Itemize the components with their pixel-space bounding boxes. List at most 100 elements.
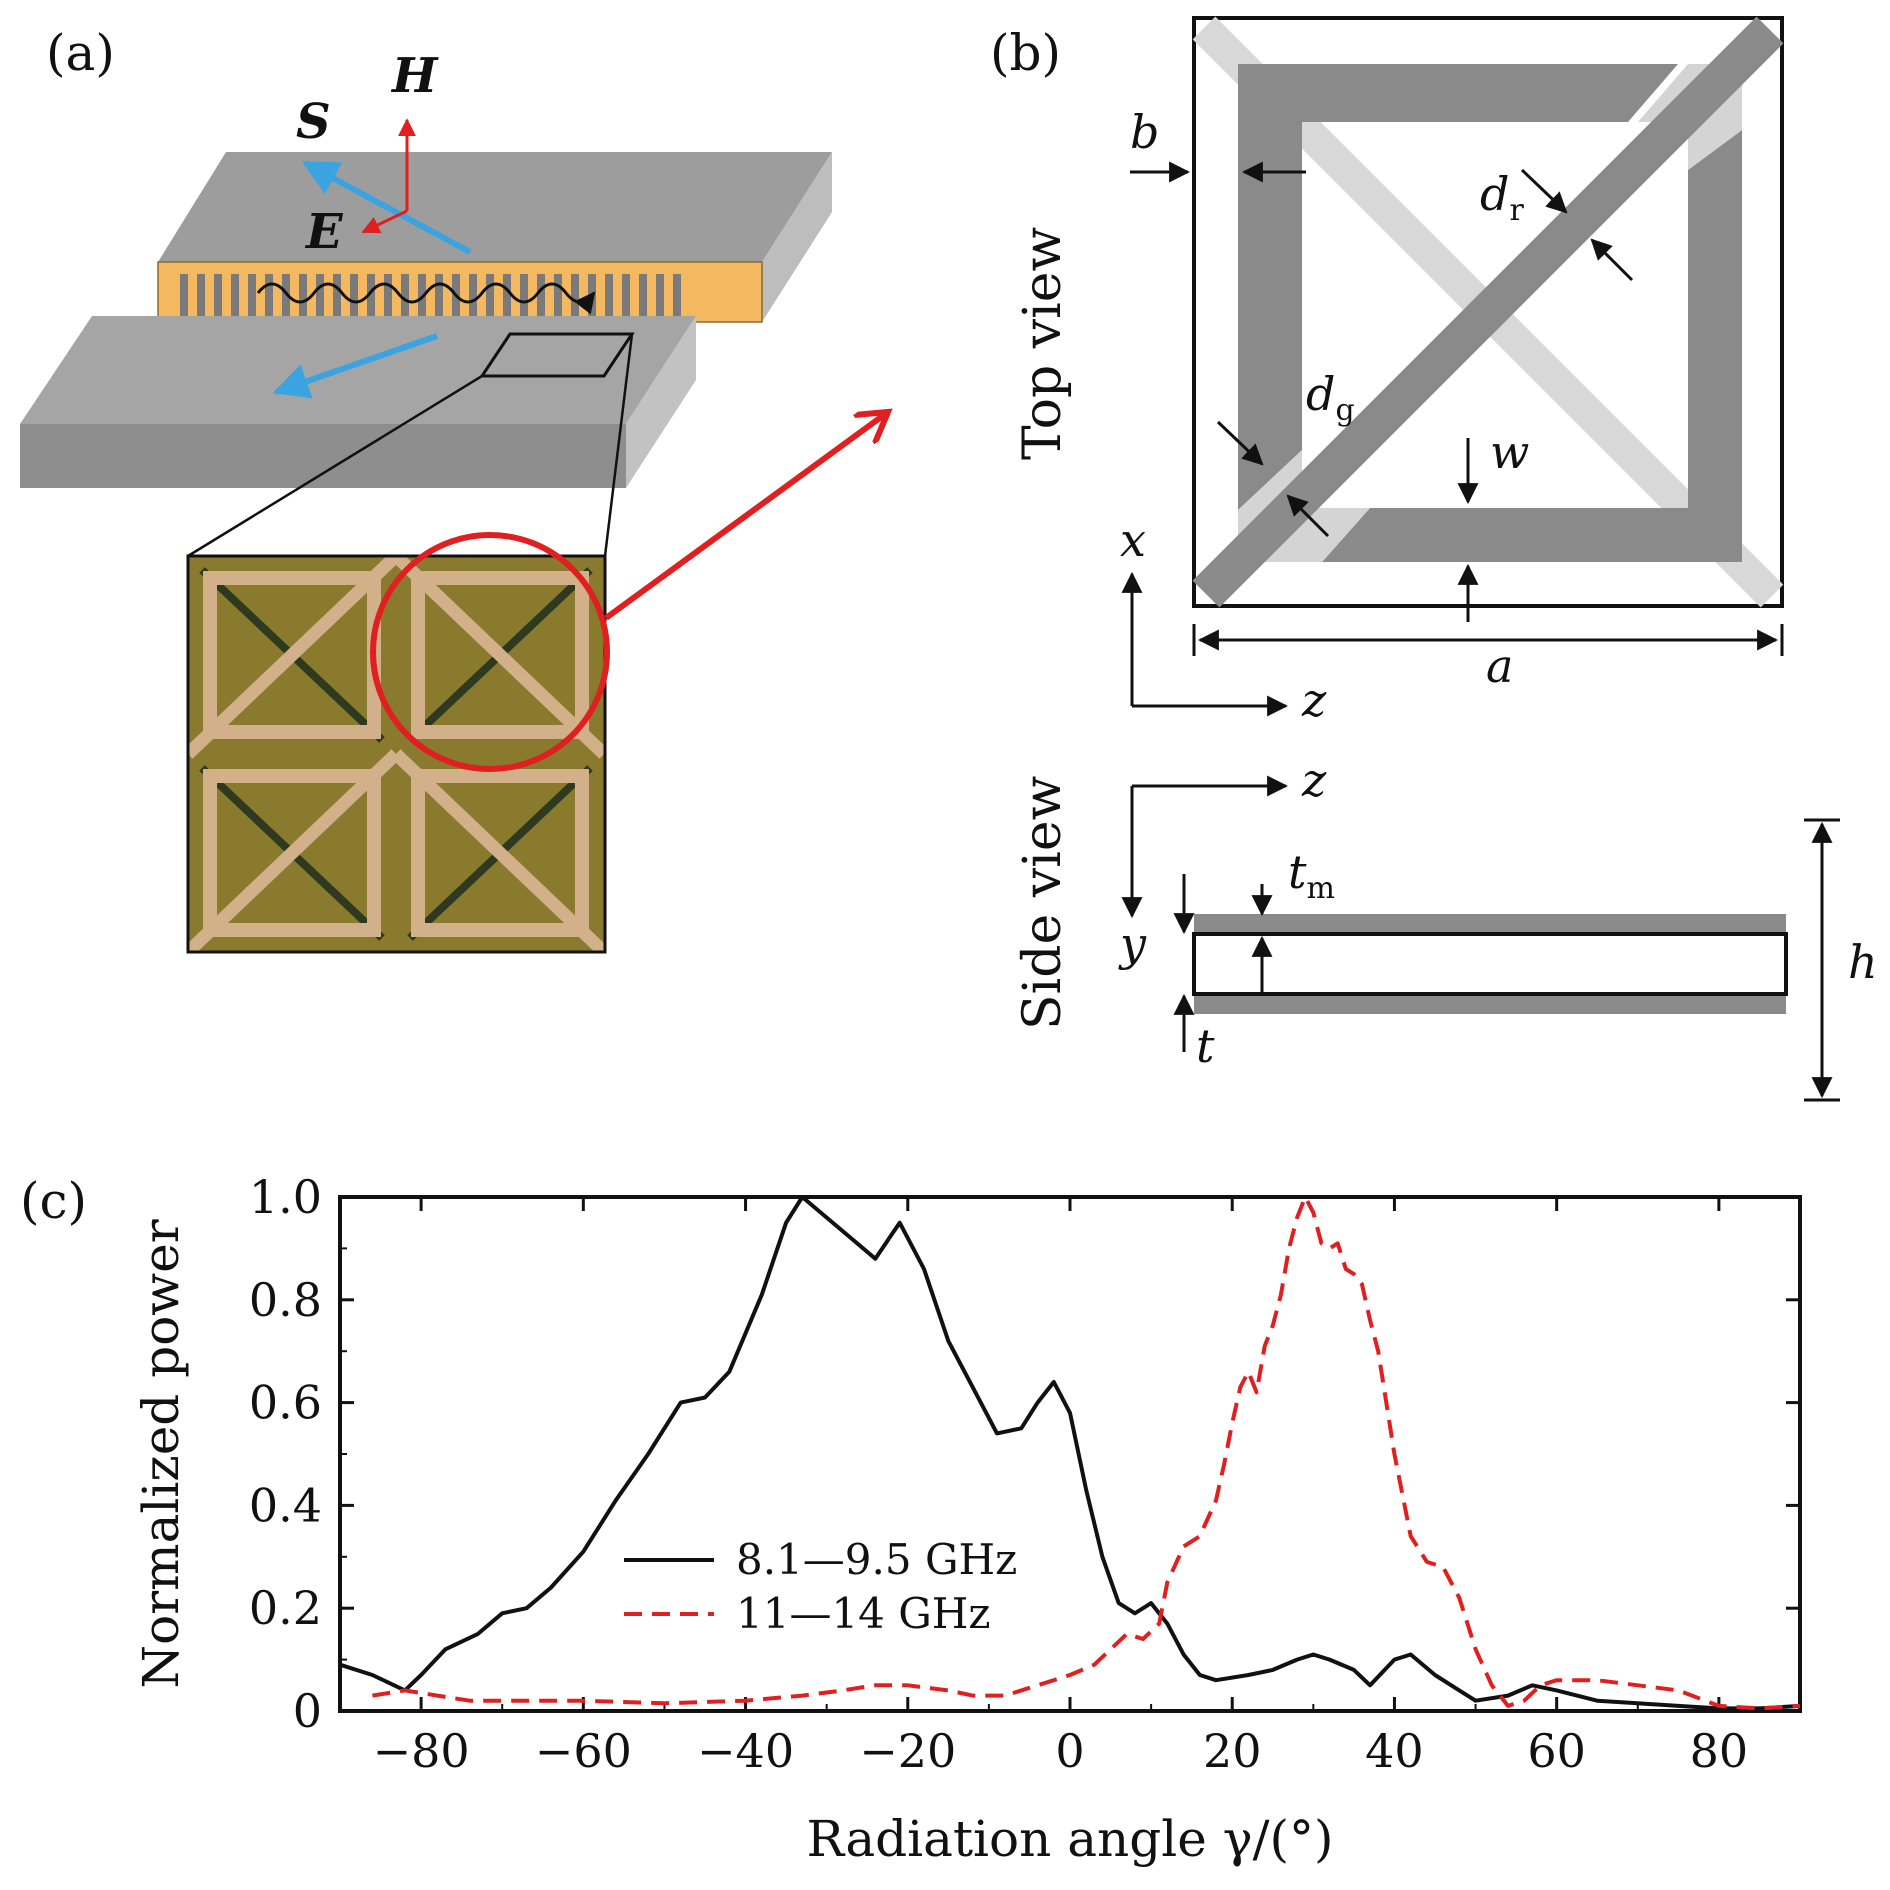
y-tick-label: 1.0 (249, 1170, 322, 1224)
lower-metal-plate (20, 316, 696, 488)
panel-c: (c) −80 −60 −40 −20 0 20 40 60 80 0 0.2 0.4 0.6 0.8 1.… (20, 1170, 1802, 1868)
zoom-line-right (603, 333, 634, 557)
substrate-slot (197, 274, 205, 316)
dim-dr-arrow-upper (1520, 168, 1568, 214)
dim-tm-label: tm (1288, 845, 1335, 906)
dim-dg-arrow-upper (1216, 420, 1264, 466)
panel-b: (b) Top view Side view b dr dg w (990, 16, 1878, 1102)
photo-unit-cell (391, 749, 605, 952)
substrate-slot (316, 274, 324, 316)
unit-cell-side-view (1192, 914, 1788, 1014)
y-tick-label: 0.8 (249, 1273, 322, 1327)
substrate-slot (554, 274, 562, 316)
highlight-arrow (604, 412, 888, 621)
top-axis-x-label: x (1120, 513, 1146, 567)
x-tick-label: −20 (859, 1724, 956, 1778)
x-tick-label: −80 (373, 1724, 470, 1778)
substrate-slot (401, 274, 409, 316)
dim-a-label: a (1486, 639, 1513, 693)
substrate-slot (656, 274, 664, 316)
dim-t-label: t (1196, 1019, 1215, 1073)
substrate-slot (486, 274, 494, 316)
substrate-slot (520, 274, 528, 316)
x-tick-label: 40 (1365, 1724, 1424, 1778)
vector-h-label: H (390, 48, 439, 104)
substrate-slot (231, 274, 239, 316)
substrate-slot (639, 274, 647, 316)
x-tick-label: 20 (1203, 1724, 1262, 1778)
chart-series (339, 1195, 1801, 1711)
photo-frame (186, 554, 607, 954)
substrate-slot (299, 274, 307, 316)
poynting-vector-arrow (301, 160, 472, 255)
photo-unit-cell (188, 556, 401, 759)
dim-dr-subscript: r (1509, 193, 1524, 228)
chart-y-axis-label: Normalized power (132, 1219, 190, 1688)
series-line-1 (339, 1195, 1801, 1711)
photo-unit-cell (188, 749, 401, 952)
y-tick-label: 0 (293, 1684, 322, 1738)
vector-e-label: E (304, 204, 344, 260)
substrate-slot (503, 274, 511, 316)
legend-label-series-2: 11—14 GHz (736, 1589, 991, 1638)
vector-s-label: S (296, 94, 331, 150)
panel-a: (a) S H E (20, 24, 888, 954)
substrate-slot (469, 274, 477, 316)
dim-dr-label: dr (1480, 167, 1524, 228)
substrate-slot (571, 274, 579, 316)
panel-c-label: (c) (20, 1172, 87, 1230)
dim-w-label: w (1490, 425, 1529, 479)
dim-h-label: h (1848, 935, 1878, 989)
zoom-line-left (187, 374, 483, 558)
x-tick-label: −40 (697, 1724, 794, 1778)
substrate-slot (265, 274, 273, 316)
side-axis-z-label: z (1301, 753, 1327, 807)
x-tick-label: −60 (535, 1724, 632, 1778)
y-tick-label: 0.4 (249, 1478, 322, 1532)
upper-metal-plate (157, 152, 832, 323)
dim-dg-arrow-lower (1286, 494, 1330, 538)
dim-b-label: b (1130, 105, 1159, 159)
substrate-slot (333, 274, 341, 316)
highlight-circle (370, 532, 610, 772)
chart-legend: 8.1—9.5 GHz 11—14 GHz (624, 1535, 1017, 1638)
top-axis-z-label: z (1301, 673, 1327, 727)
fabricated-sample-photo (188, 556, 605, 952)
substrate-slots (180, 274, 681, 316)
side-view-title: Side view (1013, 776, 1073, 1030)
panel-b-label: (b) (990, 24, 1061, 82)
series-line-2 (372, 1195, 1801, 1711)
chart-ticks: −80 −60 −40 −20 0 20 40 60 80 0 0.2 0.4 0.6 0.8 1.0 (249, 1170, 1801, 1778)
panel-a-label: (a) (46, 24, 115, 82)
dim-dg-subscript: g (1335, 393, 1354, 428)
substrate-slot (367, 274, 375, 316)
dim-tm-subscript: m (1307, 871, 1335, 906)
unit-cell-top-view (1192, 16, 1784, 608)
substrate-slot (537, 274, 545, 316)
substrate-slot (622, 274, 630, 316)
substrate-slot (180, 274, 188, 316)
e-field-arrow (361, 209, 408, 234)
x-tick-label: 80 (1690, 1724, 1749, 1778)
guided-wave (256, 282, 596, 315)
y-tick-label: 0.6 (249, 1376, 322, 1430)
dim-dr-arrow-lower (1590, 238, 1634, 282)
plot-area-frame (338, 1195, 1802, 1713)
top-view-title: Top view (1013, 227, 1073, 460)
x-tick-label: 60 (1527, 1724, 1586, 1778)
substrate-slot (605, 274, 613, 316)
substrate-slot (673, 274, 681, 316)
y-tick-label: 0.2 (249, 1581, 322, 1635)
substrate-slot (435, 274, 443, 316)
substrate-slot (350, 274, 358, 316)
x-tick-label: 0 (1055, 1724, 1084, 1778)
radiation-pattern-chart: −80 −60 −40 −20 0 20 40 60 80 0 0.2 0.4 0.6 0.8 1.0 No… (132, 1170, 1802, 1868)
dim-dg-label: dg (1306, 367, 1355, 428)
poynting-vector-lower-arrow (272, 333, 438, 399)
substrate-slot (418, 274, 426, 316)
chart-x-axis-label: Radiation angle γ/(°) (807, 1810, 1334, 1868)
substrate-slot (248, 274, 256, 316)
substrate-slot (214, 274, 222, 316)
substrate-slot (384, 274, 392, 316)
